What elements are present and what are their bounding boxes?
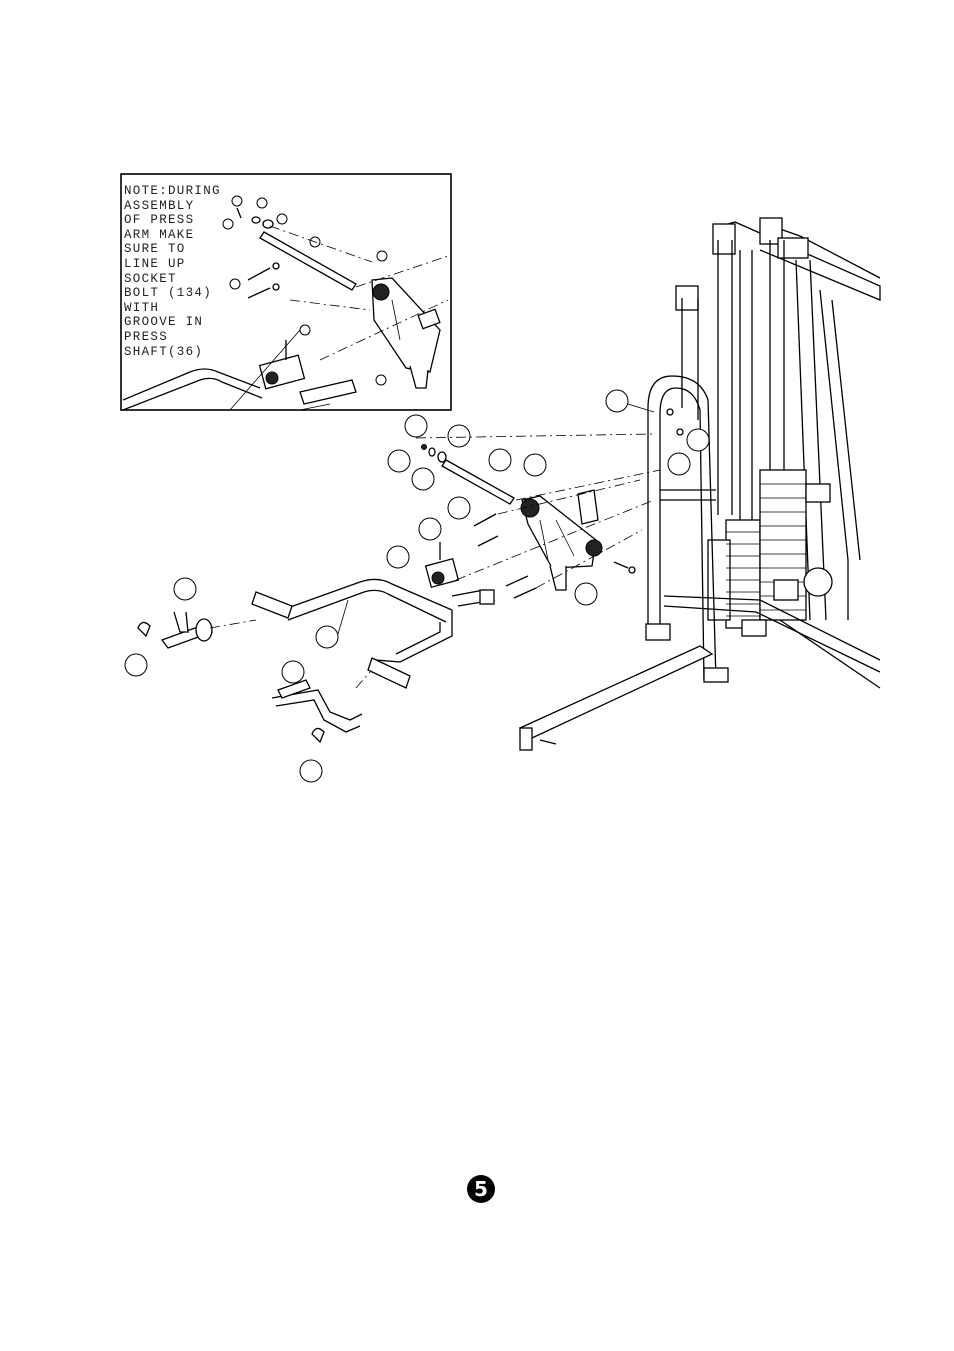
note-line: NOTE:DURING: [124, 184, 221, 198]
note-line: LINE UP: [124, 256, 186, 271]
note-line: ASSEMBLY: [124, 198, 195, 213]
note-line: OF PRESS: [124, 213, 195, 228]
note-line: WITH: [124, 300, 160, 315]
note-line: SOCKET: [124, 271, 177, 286]
weight-stack: [707, 469, 833, 629]
note-line: ARM MAKE: [124, 227, 195, 242]
gym-frame: [518, 217, 881, 751]
note-line: SURE TO: [124, 242, 186, 257]
page-number: 5: [467, 1175, 495, 1203]
assembly-note: NOTE:DURING ASSEMBLY OF PRESS ARM MAKE S…: [124, 184, 234, 359]
inset-detail: [120, 173, 452, 411]
press-arm-parts: [124, 389, 710, 783]
note-line: BOLT (134): [124, 286, 213, 301]
note-line: GROOVE IN: [124, 315, 204, 330]
note-line: PRESS: [124, 329, 169, 344]
note-line: SHAFT(36): [124, 344, 204, 359]
inset-hardware: [122, 195, 449, 411]
